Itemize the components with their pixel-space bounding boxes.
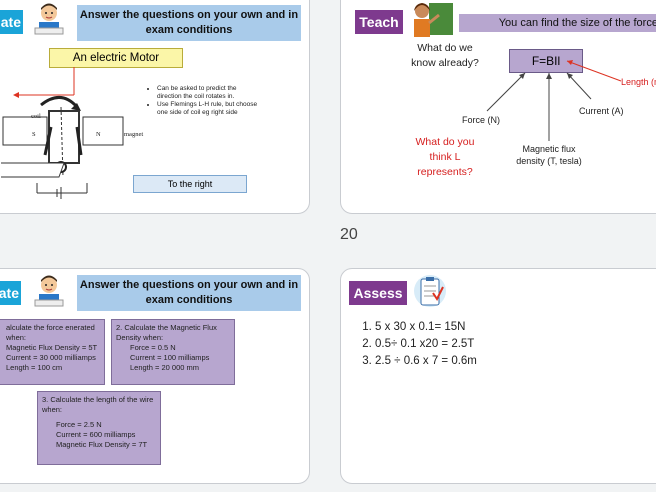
- question-line: Length = 100 cm: [6, 363, 63, 372]
- question-text: What do you think L represents?: [415, 136, 475, 178]
- coil-label: coil: [31, 113, 41, 120]
- slide-thumbnail-4[interactable]: Assess 5 x 30 x 0.1= 15N 0.5÷ 0.1 x20 = …: [340, 268, 656, 484]
- teacher-icon: [414, 3, 453, 37]
- slide-badge: ate: [0, 281, 21, 305]
- answer-item: 2.5 ÷ 0.6 x 7 = 0.6m: [375, 355, 477, 367]
- slide-thumbnail-2[interactable]: Teach You can find the size of the force…: [340, 0, 656, 214]
- topic-banner: You can find the size of the force!: [459, 14, 656, 32]
- question-line: Current = 600 milliamps: [56, 430, 136, 439]
- question-line: Length = 20 000 mm: [130, 363, 200, 372]
- answer-item: 5 x 30 x 0.1= 15N: [375, 321, 477, 333]
- formula-arrows: [486, 60, 622, 141]
- question-title: alculate the force enerated when:: [6, 323, 95, 342]
- question-line: Magnetic Flux Density = 5T: [6, 343, 98, 352]
- question-line: Current = 30 000 milliamps: [6, 353, 96, 362]
- student-reading-icon: [34, 275, 64, 307]
- magnet-label: magnet: [124, 131, 144, 138]
- bullet-item: Use Flemings L-H rule, but choose one si…: [157, 101, 261, 117]
- slide-number: 20: [340, 226, 358, 243]
- question-box-2: 2. Calculate the Magnetic Flux Density w…: [111, 319, 235, 385]
- bullet-item: Can be asked to predict the direction th…: [157, 85, 261, 101]
- force-label: Force (N): [462, 115, 500, 125]
- motor-bullets: Can be asked to predict the direction th…: [147, 85, 261, 117]
- question-title: 3. Calculate the length of the wire when…: [42, 395, 154, 414]
- answer-box: To the right: [133, 175, 247, 193]
- current-label: Current (A): [579, 106, 624, 116]
- instruction-banner: Answer the questions on your own and in …: [77, 275, 301, 311]
- north-pole-label: N: [96, 131, 101, 138]
- slide-badge: Assess: [349, 281, 407, 305]
- answer-list: 5 x 30 x 0.1= 15N 0.5÷ 0.1 x20 = 2.5T 2.…: [357, 321, 477, 372]
- slide-thumbnail-1[interactable]: ate Answer the questions on your own and…: [0, 0, 310, 214]
- electric-motor-diagram: [1, 67, 124, 199]
- question-box-3: 3. Calculate the length of the wire when…: [37, 391, 161, 465]
- slide-thumbnail-3[interactable]: ate Answer the questions on your own and…: [0, 268, 310, 484]
- question-title: 2. Calculate the Magnetic Flux Density w…: [116, 323, 217, 342]
- question-line: Current = 100 milliamps: [130, 353, 210, 362]
- answer-item: 0.5÷ 0.1 x20 = 2.5T: [375, 338, 477, 350]
- question-box-1: alculate the force enerated when: Magnet…: [0, 319, 105, 385]
- south-pole-label: S: [32, 131, 36, 138]
- question-line: Magnetic Flux Density = 7T: [56, 440, 148, 449]
- instruction-banner: Answer the questions on your own and in …: [77, 5, 301, 41]
- flux-density-label: Magnetic flux density (T, tesla): [516, 144, 582, 166]
- slide-badge: Teach: [355, 10, 403, 34]
- question-line: Force = 0.5 N: [130, 343, 176, 352]
- slide-badge: ate: [0, 10, 23, 34]
- motor-title: An electric Motor: [49, 48, 183, 68]
- what-we-know-text: What do we know already?: [411, 42, 479, 69]
- student-reading-icon: [34, 3, 64, 35]
- length-label: Length (m: [621, 77, 656, 87]
- question-line: Force = 2.5 N: [56, 420, 102, 429]
- clipboard-checklist-icon: [414, 275, 446, 307]
